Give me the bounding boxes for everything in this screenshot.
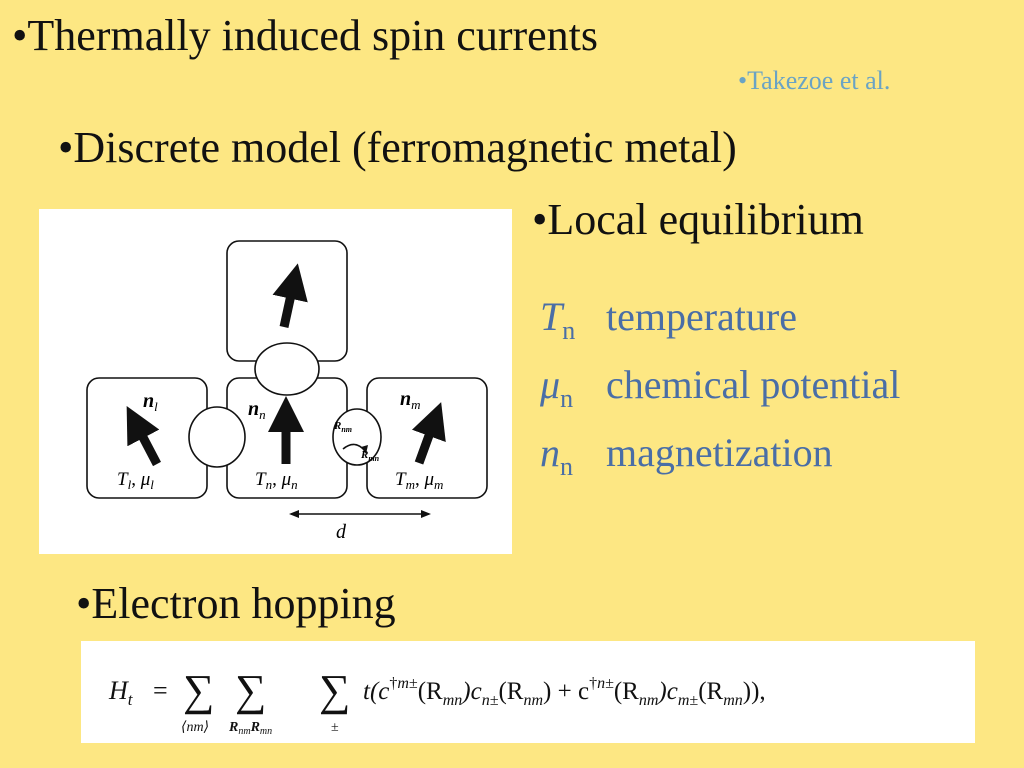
junction-right (332, 408, 382, 466)
local-equilibrium-heading: •Local equilibrium (532, 195, 864, 244)
electron-hopping-heading: •Electron hopping (76, 579, 396, 628)
slide-title: •Thermally induced spin currents (12, 11, 599, 60)
distance-arrow-left (289, 510, 299, 518)
hopping-hamiltonian-equation: Ht = ∑ ⟨nm⟩ ∑ RnmRmn ∑ ± t(c†m±(Rmn)cn±(… (81, 641, 975, 743)
definition-symbol: μn (540, 362, 574, 413)
eq-sum-3-sub: ± (331, 720, 339, 735)
label-nm: nm (400, 388, 421, 412)
eq-sum-2-sub: RnmRmn (228, 720, 272, 737)
definition-meaning: temperature (606, 294, 797, 339)
definition-magnetization: nn magnetization (540, 426, 900, 494)
definition-temperature: Tn temperature (540, 290, 900, 358)
label-nn: nn (248, 398, 266, 422)
distance-label: d (336, 521, 347, 543)
eq-sum-1: ∑ (183, 666, 214, 715)
magnetization-arrow-m (411, 402, 446, 465)
cell-l-thermo: Tl, μl (117, 469, 154, 492)
definition-symbol: nn (540, 430, 573, 481)
junction-top (254, 342, 320, 396)
eq-sum-2: ∑ (235, 666, 266, 715)
definition-meaning: magnetization (606, 430, 833, 475)
citation: •Takezoe et al. (738, 66, 891, 95)
magnetization-arrow-top (272, 263, 308, 328)
eq-body: t(c†m±(Rmn)cn±(Rnm) + c†n±(Rnm)cm±(Rmn))… (363, 675, 766, 709)
cell-m-thermo: Tm, μm (395, 469, 443, 492)
magnetization-arrow-l (126, 406, 161, 467)
label-Rnm: Rnm (333, 420, 352, 434)
eq-lhs: Ht (108, 676, 134, 709)
definition-chemical-potential: μn chemical potential (540, 358, 900, 426)
cell-n-thermo: Tn, μn (255, 469, 298, 492)
junction-left (188, 406, 246, 468)
label-nl: nl (143, 390, 158, 414)
eq-sum-3: ∑ (319, 666, 350, 715)
hopping-curve-head (361, 445, 368, 454)
definition-symbol: Tn (540, 294, 576, 345)
definition-meaning: chemical potential (606, 362, 901, 407)
discrete-model-heading: •Discrete model (ferromagnetic metal) (58, 123, 737, 172)
distance-arrow-right (421, 510, 431, 518)
label-Rmn: Rmn (360, 449, 380, 463)
eq-equals: = (153, 676, 168, 705)
eq-sum-1-sub: ⟨nm⟩ (181, 720, 209, 735)
discrete-model-diagram: nl nn nm Rnm Rmn Tl, μl Tn, μn Tm, μm d (39, 209, 512, 554)
